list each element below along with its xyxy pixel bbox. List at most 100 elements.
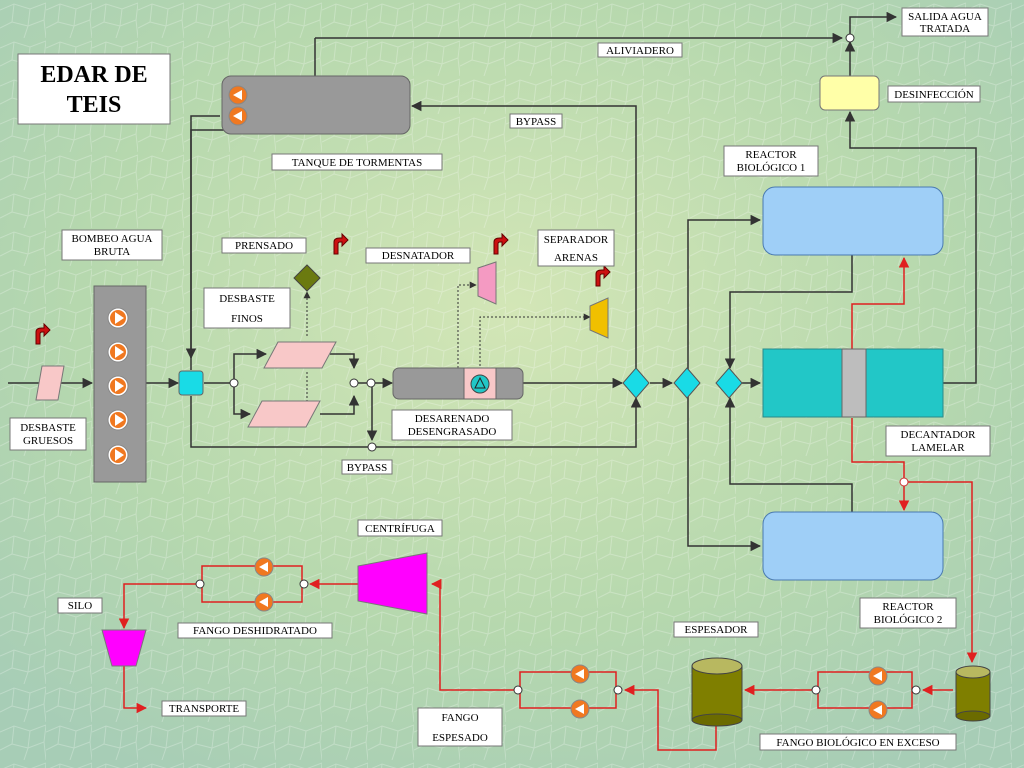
pump-icon bbox=[254, 557, 274, 577]
fine-screen-upper-out bbox=[330, 353, 360, 370]
junction-node bbox=[899, 477, 909, 487]
label-decantador-1: DECANTADOR bbox=[901, 429, 977, 441]
water-flow-lines bbox=[8, 11, 977, 552]
pump-icon bbox=[570, 699, 590, 719]
label-desnatador: DESNATADOR bbox=[382, 250, 455, 262]
reactor-biologico-1 bbox=[762, 186, 944, 256]
label-transporte: TRANSPORTE bbox=[169, 703, 240, 715]
to-reactor1-line bbox=[687, 214, 762, 370]
label-reactor2-2: BIOLÓGICO 2 bbox=[874, 614, 943, 626]
splitter-node bbox=[715, 367, 743, 399]
splitter-node bbox=[673, 367, 701, 399]
label-desarenado-2: DESENGRASADO bbox=[408, 426, 497, 438]
label-salida-1: SALIDA AGUA bbox=[908, 11, 982, 23]
sludge-drum bbox=[955, 665, 991, 722]
label-reactor1-2: BIOLÓGICO 1 bbox=[737, 162, 806, 174]
sludge-pumps-c bbox=[195, 557, 309, 612]
separador-dotted-line bbox=[479, 313, 591, 370]
label-desinfeccion: DESINFECCIÓN bbox=[894, 89, 974, 101]
pump-loop-b-top bbox=[519, 671, 617, 690]
recirculation-line bbox=[851, 256, 910, 350]
label-prensado: PRENSADO bbox=[235, 240, 293, 252]
label-fango-espesado-2: ESPESADO bbox=[432, 732, 488, 744]
label-tanque-tormentas: TANQUE DE TORMENTAS bbox=[292, 157, 422, 169]
desbaste-finos-screen-1 bbox=[263, 341, 337, 369]
to-reactor2-sludge-line bbox=[904, 481, 978, 664]
decantador-lamelar bbox=[762, 348, 944, 418]
label-fango-deshidratado: FANGO DESHIDRATADO bbox=[193, 625, 317, 637]
reactor2-to-splitter-line bbox=[724, 396, 853, 512]
pump-loop-c-bottom bbox=[201, 584, 303, 603]
bypass-bottom-return bbox=[376, 396, 642, 448]
pump-icon bbox=[254, 592, 274, 612]
bypass-bottom-line bbox=[190, 396, 368, 448]
junction-node bbox=[845, 33, 855, 43]
title-box: EDAR DE TEIS bbox=[17, 53, 171, 125]
label-bypass-top: BYPASS bbox=[516, 116, 557, 128]
label-desbaste-finos-1: DESBASTE bbox=[219, 293, 275, 305]
pump-loop-c-top bbox=[201, 565, 303, 584]
espesador-unit bbox=[691, 657, 743, 727]
decantador-out-line bbox=[844, 110, 977, 384]
to-silo-line bbox=[118, 583, 198, 630]
pump-icon bbox=[570, 664, 590, 684]
label-separador-1: SEPARADOR bbox=[544, 234, 609, 246]
pump-icon bbox=[107, 307, 129, 329]
to-centrifuga-line bbox=[430, 578, 514, 691]
pump-icon bbox=[107, 444, 129, 466]
splitter-node bbox=[622, 367, 650, 399]
prensado-unit bbox=[293, 264, 321, 292]
desarenado-desengrasado bbox=[392, 367, 524, 400]
pump-icon bbox=[868, 700, 888, 720]
pump-loop-a-top bbox=[817, 671, 913, 690]
bypass-node bbox=[178, 370, 204, 396]
storm-tank-return-line bbox=[185, 129, 238, 360]
desinfeccion-unit bbox=[819, 75, 880, 111]
label-aliviadero: ALIVIADERO bbox=[606, 45, 674, 57]
tanque-de-tormentas bbox=[221, 75, 411, 135]
fine-screen-lower-out bbox=[320, 394, 360, 415]
silo-unit bbox=[101, 629, 147, 667]
junction-node bbox=[367, 442, 377, 452]
pump-loop-a-bottom bbox=[817, 690, 913, 709]
label-centrifuga: CENTRÍFUGA bbox=[365, 523, 435, 535]
fine-screen-lower-in bbox=[233, 383, 252, 420]
label-reactor1-1: REACTOR bbox=[745, 149, 797, 161]
label-desarenado-1: DESARENADO bbox=[415, 413, 490, 425]
title-line-1: EDAR DE bbox=[40, 62, 147, 88]
fine-screen-upper-in bbox=[233, 348, 268, 383]
sludge-pumps-a bbox=[811, 666, 921, 720]
desnatador-unit bbox=[477, 261, 497, 305]
pump-icon bbox=[107, 341, 129, 363]
label-desbaste-gruesos-1: DESBASTE bbox=[20, 422, 76, 434]
pump-icon bbox=[868, 666, 888, 686]
separador-arenas-unit bbox=[589, 297, 609, 339]
label-salida-2: TRATADA bbox=[920, 23, 971, 35]
junction-node bbox=[229, 378, 239, 388]
label-bombeo-2: BRUTA bbox=[94, 246, 130, 258]
desbaste-finos-screen-2 bbox=[247, 400, 321, 428]
pump-icon bbox=[228, 106, 248, 126]
pump-loop-b-bottom bbox=[519, 690, 617, 709]
pump-icon bbox=[228, 85, 248, 105]
label-bypass-bottom: BYPASS bbox=[347, 462, 388, 474]
labels: ALIVIADERO SALIDA AGUA TRATADA DESINFECC… bbox=[9, 7, 991, 751]
junction-node bbox=[366, 378, 376, 388]
label-desbaste-gruesos-2: GRUESOS bbox=[23, 435, 73, 447]
label-bombeo-1: BOMBEO AGUA bbox=[72, 233, 153, 245]
label-reactor2-1: REACTOR bbox=[882, 601, 934, 613]
bypass-top-line bbox=[410, 100, 637, 370]
desbaste-gruesos-screen bbox=[35, 365, 65, 401]
salida-line bbox=[849, 11, 898, 34]
label-fango-espesado-1: FANGO bbox=[441, 712, 478, 724]
label-espesador: ESPESADOR bbox=[685, 624, 749, 636]
junction-node bbox=[349, 378, 359, 388]
pump-icon bbox=[107, 409, 129, 431]
reactor-biologico-2 bbox=[762, 511, 944, 581]
reactor1-to-splitter-line bbox=[724, 255, 853, 370]
sludge-pumps-b bbox=[513, 664, 623, 719]
label-decantador-2: LAMELAR bbox=[911, 442, 965, 454]
espesador-out-line bbox=[623, 684, 717, 751]
